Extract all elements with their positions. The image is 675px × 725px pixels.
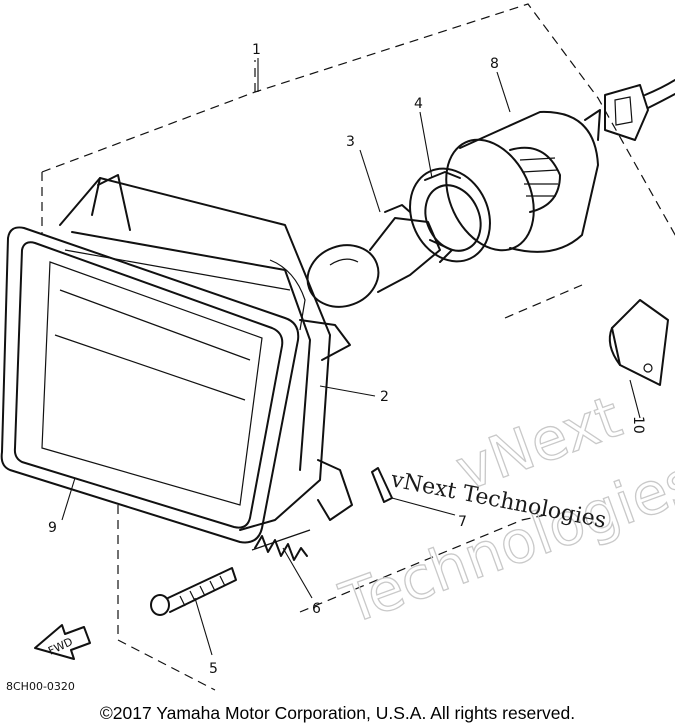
- leader-lines: [61, 58, 641, 656]
- part-callouts: 1 2 3 4 5 6 7 8 9 10: [48, 42, 646, 677]
- callout-2: 2: [380, 389, 389, 405]
- callout-9: 9: [48, 520, 57, 536]
- bulb-holder: [409, 167, 491, 263]
- watermark: vNext Technologies vNext Technologies: [331, 382, 675, 639]
- callout-5: 5: [209, 661, 218, 677]
- adjusting-spring: [251, 529, 311, 561]
- wire-connector: [604, 79, 675, 141]
- headlight-unit: [59, 174, 353, 531]
- spring-clip: [371, 467, 393, 503]
- copyright-notice: ©2017 Yamaha Motor Corporation, U.S.A. A…: [99, 703, 576, 723]
- front-direction-arrow: FWD: [34, 624, 91, 660]
- callout-1: 1: [252, 42, 261, 58]
- mounting-bracket: [608, 299, 669, 386]
- rubber-cover: [445, 109, 601, 253]
- bulb: [306, 204, 441, 308]
- callout-10: 10: [630, 416, 646, 434]
- drawing-code: 8CH00-0320: [6, 680, 75, 693]
- callout-4: 4: [414, 96, 423, 112]
- callout-8: 8: [490, 56, 499, 72]
- callout-7: 7: [458, 514, 467, 530]
- assembly-boundary: [41, 3, 675, 691]
- headlight-rim: [0, 226, 300, 544]
- adjusting-screw: [150, 567, 237, 616]
- callout-6: 6: [312, 601, 321, 617]
- callout-3: 3: [346, 134, 355, 150]
